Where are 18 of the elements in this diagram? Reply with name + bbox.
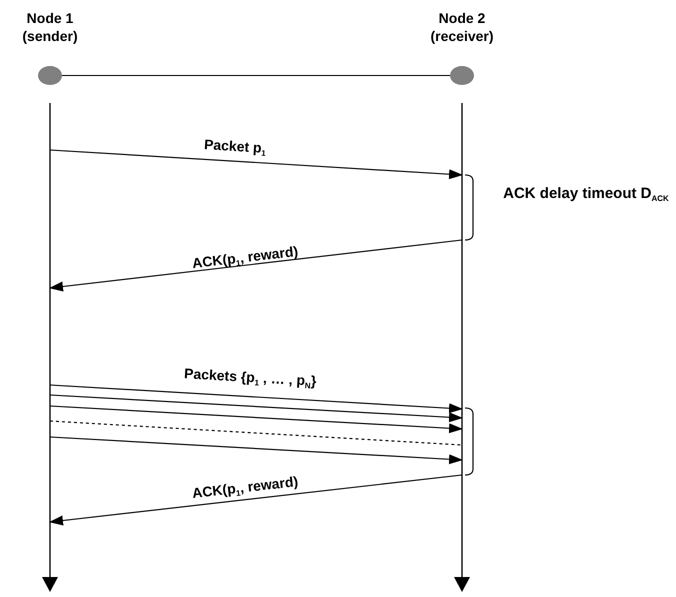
message-arrow xyxy=(50,149,463,180)
message-arrow xyxy=(49,474,462,526)
node-dot xyxy=(38,66,62,85)
connector-line xyxy=(62,74,450,76)
timeout-label: ACK delay timeout D$_{ACK}$ xyxy=(502,185,670,205)
lifeline xyxy=(42,103,58,592)
edge-label: Packet p$_{1}$ xyxy=(202,136,267,158)
node-label: Node 2 (receiver) xyxy=(410,9,514,49)
message-arrow xyxy=(50,436,463,464)
message-arrow xyxy=(50,405,463,434)
message-arrow xyxy=(50,394,463,422)
connector-line xyxy=(50,420,462,446)
message-arrow xyxy=(49,239,462,292)
node-label: Node 1 (sender) xyxy=(0,9,100,49)
node-dot xyxy=(450,66,474,85)
lifeline xyxy=(454,103,470,592)
edge-label: Packets {p$_{1}$ , … , p$_{N}$} xyxy=(182,365,318,391)
message-arrow xyxy=(50,384,463,414)
